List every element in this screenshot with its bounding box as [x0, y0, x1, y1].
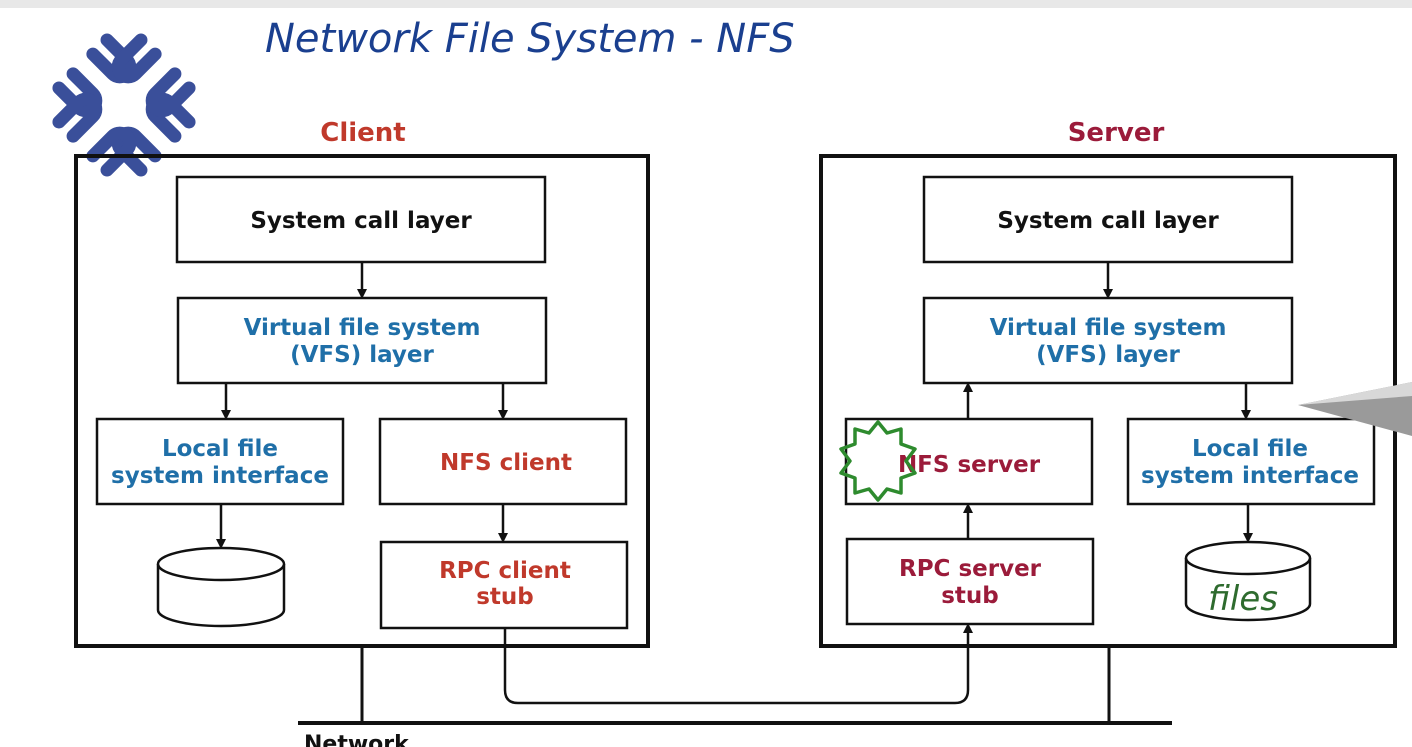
client-local-fs-label-1: Local file	[162, 436, 278, 462]
client-nfs-box	[378, 417, 628, 506]
server-rpc-stub-box	[845, 537, 1095, 626]
server-disk-annotation: files	[1208, 579, 1278, 619]
highlight-star-icon	[839, 420, 917, 502]
server-syscall-label: System call layer	[997, 208, 1219, 234]
top-edge	[0, 0, 1412, 8]
client-heading: Client	[320, 118, 405, 148]
server-rpc-stub-label-1: RPC server	[899, 556, 1042, 582]
network-label: Network	[304, 732, 410, 747]
sun-microsystems-logo-icon	[52, 33, 196, 177]
server-heading: Server	[1068, 118, 1165, 148]
client-local-fs-box	[95, 417, 345, 506]
server-disk-icon	[1184, 540, 1312, 622]
client-vfs-label-1: Virtual file system	[244, 315, 481, 341]
server-local-fs-box	[1126, 417, 1376, 506]
client-syscall-label: System call layer	[250, 208, 472, 234]
client-vfs-label-2: (VFS) layer	[290, 342, 434, 368]
rpc-network-path	[503, 623, 973, 705]
server-rpc-stub-label-2: stub	[941, 583, 999, 609]
server-nfs-label: NFS server	[898, 452, 1041, 478]
client-local-fs-label-2: system interface	[111, 463, 329, 489]
server-vfs-label-2: (VFS) layer	[1036, 342, 1180, 368]
client-rpc-stub-label-2: stub	[476, 584, 534, 610]
server-vfs-box	[922, 296, 1294, 385]
client-disk-icon	[156, 546, 286, 628]
pen-icon	[1298, 382, 1412, 436]
client-nfs-label: NFS client	[440, 450, 572, 476]
server-local-fs-label-1: Local file	[1192, 436, 1308, 462]
page-title: Network File System - NFS	[265, 16, 795, 62]
server-vfs-label-1: Virtual file system	[990, 315, 1227, 341]
client-vfs-box	[176, 296, 548, 385]
client-rpc-stub-label-1: RPC client	[439, 558, 571, 584]
server-local-fs-label-2: system interface	[1141, 463, 1359, 489]
